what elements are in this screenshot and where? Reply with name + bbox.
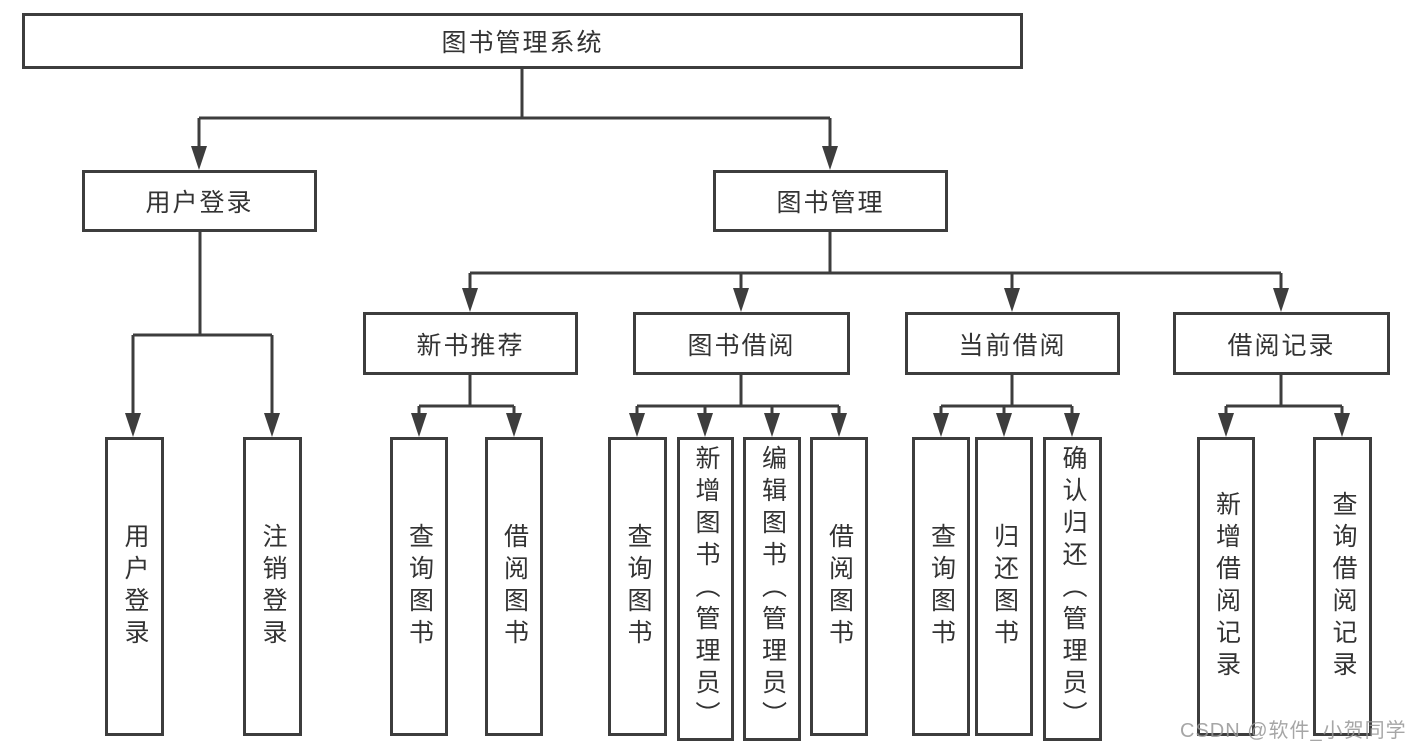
node-label: 图书管理系统 [441,29,604,57]
node-book-management: 图书管理 [713,170,948,232]
node-current-borrowing: 当前借阅 [905,312,1120,375]
node-label: 注销登录 [259,522,287,651]
node-label: 查询图书 [927,522,956,651]
leaf-query-books-recommend: 查询图书 [390,437,448,736]
node-label: 借阅图书 [500,522,529,651]
leaf-borrow-books-recommend: 借阅图书 [485,437,543,736]
leaf-return-books: 归还图书 [975,437,1033,736]
leaf-edit-books-admin: 编辑图书（管理员） [743,437,801,741]
node-label: 图书管理 [776,189,885,217]
node-borrowing-records: 借阅记录 [1173,312,1390,375]
csdn-watermark: CSDN @软件_小贺同学 [1180,720,1405,742]
node-label: 新书推荐 [416,331,525,360]
node-label: 查询图书 [405,522,434,651]
node-book-borrowing: 图书借阅 [633,312,850,375]
leaf-borrow-books: 借阅图书 [810,437,868,736]
node-label: 查询借阅记录 [1329,490,1357,683]
leaf-logout: 注销登录 [243,437,302,736]
leaf-query-books-current: 查询图书 [912,437,970,736]
node-label: 用户登录 [145,189,254,217]
leaf-add-borrow-record: 新增借阅记录 [1197,437,1255,736]
leaf-user-login: 用户登录 [105,437,164,736]
node-book-management-system: 图书管理系统 [22,13,1023,69]
leaf-query-borrow-record: 查询借阅记录 [1313,437,1372,736]
node-label: 借阅记录 [1227,331,1336,360]
node-label: 查询图书 [624,522,652,651]
leaf-add-books-admin: 新增图书（管理员） [677,437,734,741]
node-label: 编辑图书（管理员） [758,445,787,733]
node-label: 用户登录 [121,522,149,651]
node-user-login: 用户登录 [82,170,317,232]
leaf-query-books-borrowing: 查询图书 [608,437,667,736]
node-label: 确认归还（管理员） [1059,445,1087,733]
node-label: 新增图书（管理员） [692,445,720,733]
node-label: 图书借阅 [687,331,796,360]
leaf-confirm-return-admin: 确认归还（管理员） [1043,437,1102,741]
node-new-book-recommendation: 新书推荐 [363,312,578,375]
node-label: 新增借阅记录 [1212,490,1241,683]
node-label: 借阅图书 [825,522,854,651]
node-label: 归还图书 [990,522,1019,651]
node-label: 当前借阅 [958,331,1067,360]
